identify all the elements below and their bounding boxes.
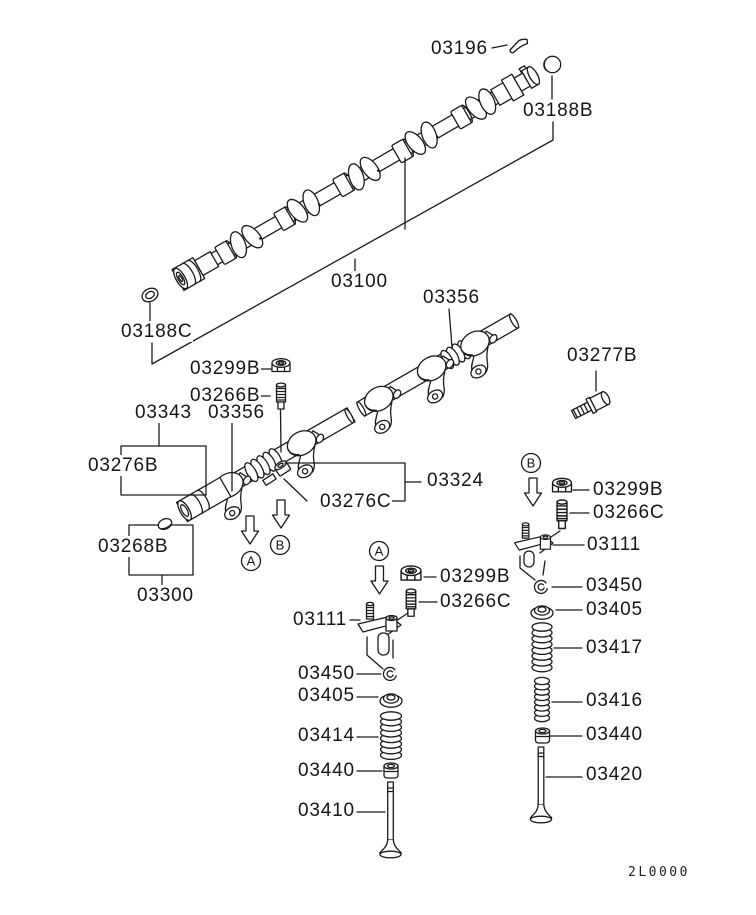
front-cap-drawing [157,517,173,531]
label-stud-left: 03266B [189,385,262,406]
label-flange-bolt: 03277B [566,345,639,366]
label-rocker-arm-top: 03356 [422,287,481,308]
section-letter-b2: B [527,456,536,471]
label-valve-spring-inner-b: 03416 [585,690,644,711]
label-spring-seat-a: 03405 [297,685,356,706]
valve-group-b [514,477,590,824]
flange-bolt-drawing [570,391,611,420]
label-valve-a: 03410 [297,800,356,821]
label-adjuster-a: 03111 [292,609,349,630]
label-retainer-lock-b: 03450 [585,575,644,596]
woodruff-key-drawing [509,38,529,54]
section-marker-b [269,534,291,556]
drawing-code: 2L0000 [628,865,690,880]
adjusting-nut-drawing [274,460,292,477]
adjusting-screw-drawing [262,473,277,487]
front-seal-drawing [141,287,159,303]
valve-spring-outer-b-drawing [531,622,553,673]
label-adjuster-b: 03111 [586,534,643,555]
label-stem-seal-a: 03440 [297,760,356,781]
rocker-shaft-assembly-drawing [175,312,520,523]
label-spring-seat-b: 03405 [585,599,644,620]
section-marker-a [240,550,262,572]
section-letter-a2: A [375,544,384,559]
valve-spring-a-drawing [379,711,403,761]
label-camshaft-key: 03196 [430,38,489,59]
valve-group-a [349,565,438,859]
label-shaft-spring: 03343 [134,402,193,423]
label-rocker-arm-left: 03356 [207,402,266,423]
label-stem-seal-b: 03440 [585,724,644,745]
label-valve-spring-a: 03414 [297,725,356,746]
section-letter-a: A [247,554,256,569]
camshaft-drawing [171,65,541,292]
label-stud-b: 03266C [592,502,666,523]
label-rocker-shaft-front: 03300 [136,585,195,606]
label-adjusting-nut: 03276C [319,491,393,512]
label-rocker-shaft-rear: 03324 [426,470,485,491]
label-nut-left: 03299B [189,358,262,379]
label-valve-spring-outer-b: 03417 [585,637,644,658]
label-spring-front: 03276B [87,455,160,476]
label-cam-cap-rear: 03188B [522,100,595,121]
rear-cap-drawing [543,55,562,74]
label-camshaft: 03100 [330,271,389,292]
label-valve-b: 03420 [585,764,644,785]
section-marker-b2 [520,452,542,474]
label-retainer-lock-a: 03450 [297,663,356,684]
label-nut-b: 03299B [592,479,665,500]
label-cam-seal-front: 03188C [120,321,194,342]
section-letter-b: B [276,538,285,553]
section-marker-a2 [368,540,390,562]
label-cap-front: 03268B [97,536,170,557]
valve-spring-inner-b-drawing [533,676,551,723]
label-stud-a: 03266C [439,591,513,612]
label-nut-a: 03299B [439,566,512,587]
rocker-leaders [120,308,597,588]
camshaft-leaders [149,44,554,365]
